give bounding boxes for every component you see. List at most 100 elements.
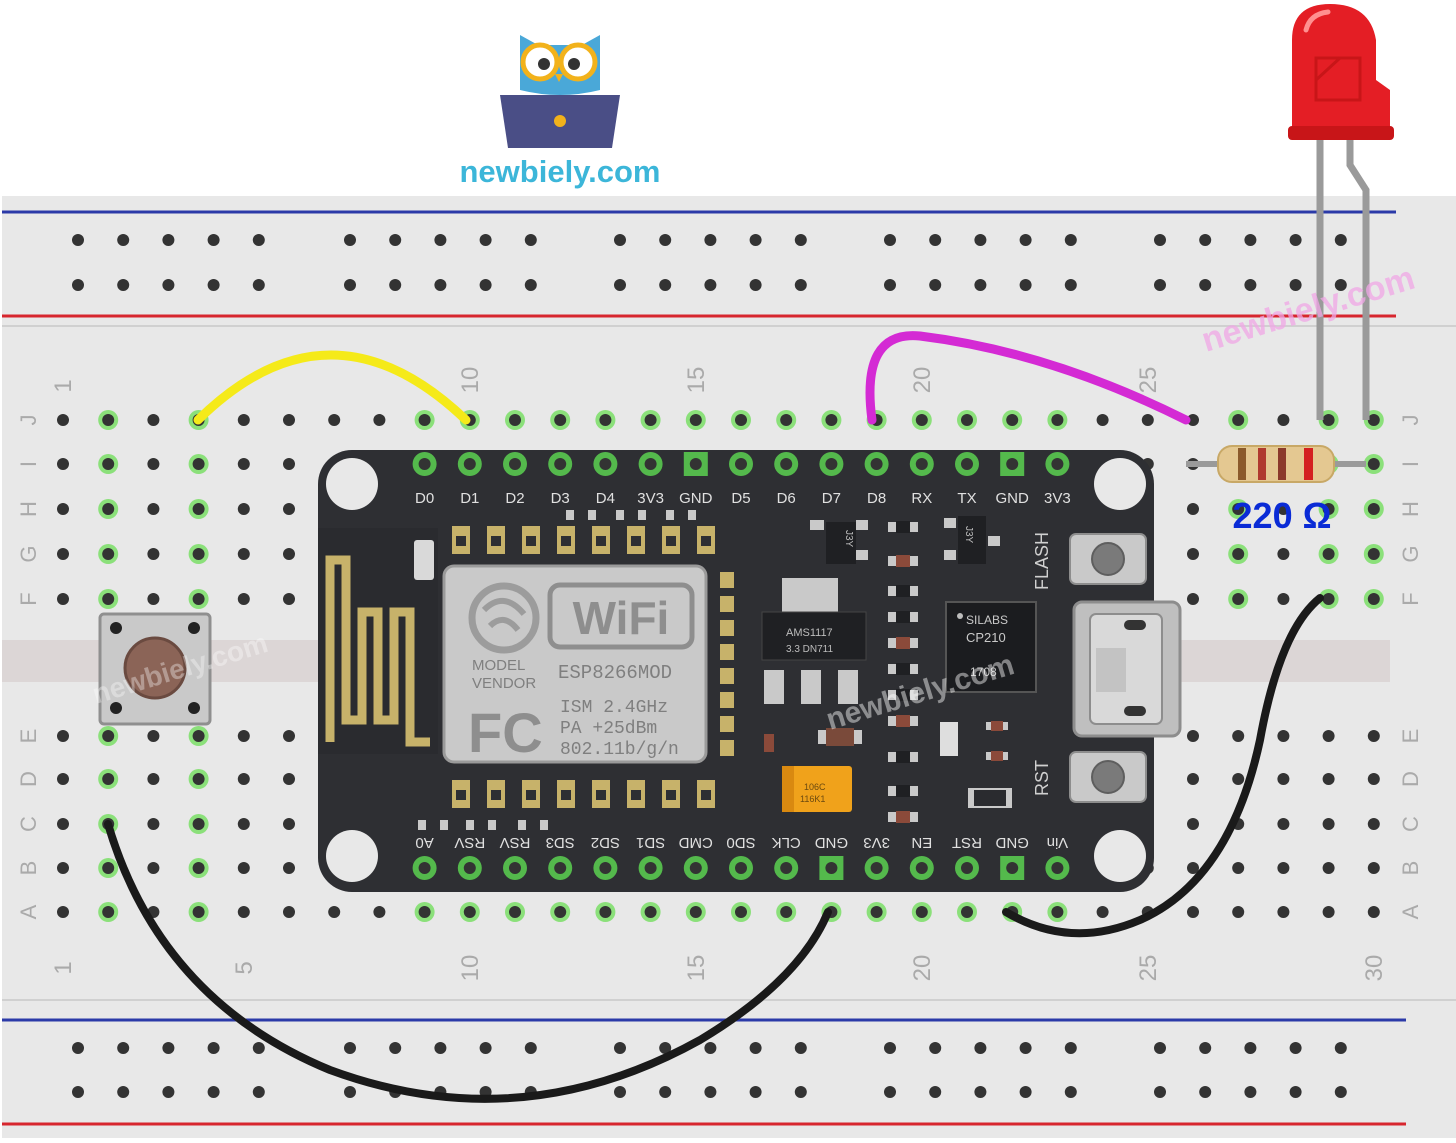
rail-hole[interactable] <box>344 1086 356 1098</box>
rail-hole[interactable] <box>749 1042 762 1054</box>
breadboard-hole[interactable] <box>102 414 115 426</box>
breadboard-hole[interactable] <box>102 906 115 918</box>
rail-hole[interactable] <box>344 1042 356 1054</box>
breadboard-hole[interactable] <box>102 862 115 874</box>
breadboard-hole[interactable] <box>1232 503 1245 515</box>
rail-hole[interactable] <box>884 1086 896 1098</box>
breadboard-hole[interactable] <box>57 548 69 560</box>
rail-hole[interactable] <box>524 279 537 291</box>
breadboard-hole[interactable] <box>1277 773 1290 785</box>
breadboard-hole[interactable] <box>102 593 115 605</box>
breadboard-hole[interactable] <box>57 818 69 830</box>
breadboard-hole[interactable] <box>57 503 69 515</box>
rail-hole[interactable] <box>1199 234 1212 246</box>
breadboard-hole[interactable] <box>915 906 928 918</box>
rail-hole[interactable] <box>614 1042 626 1054</box>
breadboard-hole[interactable] <box>509 906 521 918</box>
breadboard-hole[interactable] <box>780 906 793 918</box>
breadboard-hole[interactable] <box>1367 458 1380 470</box>
rail-hole[interactable] <box>1334 1042 1347 1054</box>
rail-hole[interactable] <box>72 1086 84 1098</box>
rail-hole[interactable] <box>1064 1042 1077 1054</box>
breadboard-hole[interactable] <box>418 906 431 918</box>
breadboard-hole[interactable] <box>1367 503 1380 515</box>
breadboard-hole[interactable] <box>644 414 657 426</box>
breadboard-hole[interactable] <box>463 906 476 918</box>
rail-hole[interactable] <box>1199 279 1212 291</box>
rail-hole[interactable] <box>659 1086 672 1098</box>
breadboard-hole[interactable] <box>57 773 69 785</box>
breadboard-hole[interactable] <box>1187 548 1199 560</box>
breadboard-hole[interactable] <box>1277 548 1290 560</box>
breadboard-hole[interactable] <box>1187 862 1199 874</box>
push-button[interactable] <box>98 612 212 726</box>
breadboard-hole[interactable] <box>1367 414 1380 426</box>
rail-hole[interactable] <box>1199 1086 1212 1098</box>
breadboard-hole[interactable] <box>1232 773 1245 785</box>
rail-hole[interactable] <box>749 234 762 246</box>
breadboard-hole[interactable] <box>870 906 883 918</box>
breadboard-hole[interactable] <box>237 906 250 918</box>
rail-hole[interactable] <box>974 234 987 246</box>
breadboard-hole[interactable] <box>237 593 250 605</box>
breadboard-hole[interactable] <box>418 414 431 426</box>
breadboard-hole[interactable] <box>554 414 567 426</box>
breadboard-hole[interactable] <box>192 862 205 874</box>
rail-hole[interactable] <box>1154 1042 1166 1054</box>
breadboard-hole[interactable] <box>102 773 115 785</box>
breadboard-hole[interactable] <box>1322 862 1335 874</box>
rail-hole[interactable] <box>1154 234 1166 246</box>
breadboard-hole[interactable] <box>192 548 205 560</box>
breadboard-hole[interactable] <box>57 593 69 605</box>
breadboard-hole[interactable] <box>689 414 702 426</box>
breadboard-hole[interactable] <box>1367 730 1380 742</box>
breadboard-hole[interactable] <box>780 414 793 426</box>
rail-hole[interactable] <box>659 1042 672 1054</box>
rail-hole[interactable] <box>1064 279 1077 291</box>
breadboard-hole[interactable] <box>283 730 295 742</box>
rail-hole[interactable] <box>117 1042 130 1054</box>
breadboard-hole[interactable] <box>1141 414 1154 426</box>
breadboard-hole[interactable] <box>1367 773 1380 785</box>
rail-hole[interactable] <box>117 1086 130 1098</box>
breadboard-hole[interactable] <box>237 414 250 426</box>
rail-hole[interactable] <box>794 234 807 246</box>
breadboard-hole[interactable] <box>192 773 205 785</box>
breadboard-hole[interactable] <box>1277 414 1290 426</box>
rail-hole[interactable] <box>162 1086 175 1098</box>
rail-hole[interactable] <box>1334 279 1347 291</box>
rail-hole[interactable] <box>252 1042 265 1054</box>
breadboard-hole[interactable] <box>644 906 657 918</box>
breadboard-hole[interactable] <box>57 730 69 742</box>
breadboard-hole[interactable] <box>147 818 160 830</box>
breadboard-hole[interactable] <box>147 503 160 515</box>
breadboard-hole[interactable] <box>1322 503 1335 515</box>
breadboard-hole[interactable] <box>1322 818 1335 830</box>
breadboard-hole[interactable] <box>237 818 250 830</box>
rail-hole[interactable] <box>1244 1086 1257 1098</box>
rail-hole[interactable] <box>794 1042 807 1054</box>
breadboard-hole[interactable] <box>147 862 160 874</box>
rail-hole[interactable] <box>1244 279 1257 291</box>
breadboard-hole[interactable] <box>1232 414 1245 426</box>
rail-hole[interactable] <box>434 234 447 246</box>
rail-hole[interactable] <box>162 279 175 291</box>
breadboard-hole[interactable] <box>1051 906 1064 918</box>
breadboard-hole[interactable] <box>1322 730 1335 742</box>
rail-hole[interactable] <box>614 1086 626 1098</box>
rail-hole[interactable] <box>884 279 896 291</box>
rail-hole[interactable] <box>659 279 672 291</box>
rail-hole[interactable] <box>389 1042 402 1054</box>
breadboard-hole[interactable] <box>1322 906 1335 918</box>
push-button-cap[interactable] <box>123 636 187 700</box>
breadboard-hole[interactable] <box>554 906 567 918</box>
breadboard-hole[interactable] <box>689 906 702 918</box>
breadboard-hole[interactable] <box>1096 414 1109 426</box>
breadboard-hole[interactable] <box>1367 593 1380 605</box>
breadboard-hole[interactable] <box>283 862 295 874</box>
rail-hole[interactable] <box>1019 1042 1032 1054</box>
rail-hole[interactable] <box>1244 234 1257 246</box>
breadboard-hole[interactable] <box>147 458 160 470</box>
rail-hole[interactable] <box>389 234 402 246</box>
breadboard-hole[interactable] <box>1232 593 1245 605</box>
